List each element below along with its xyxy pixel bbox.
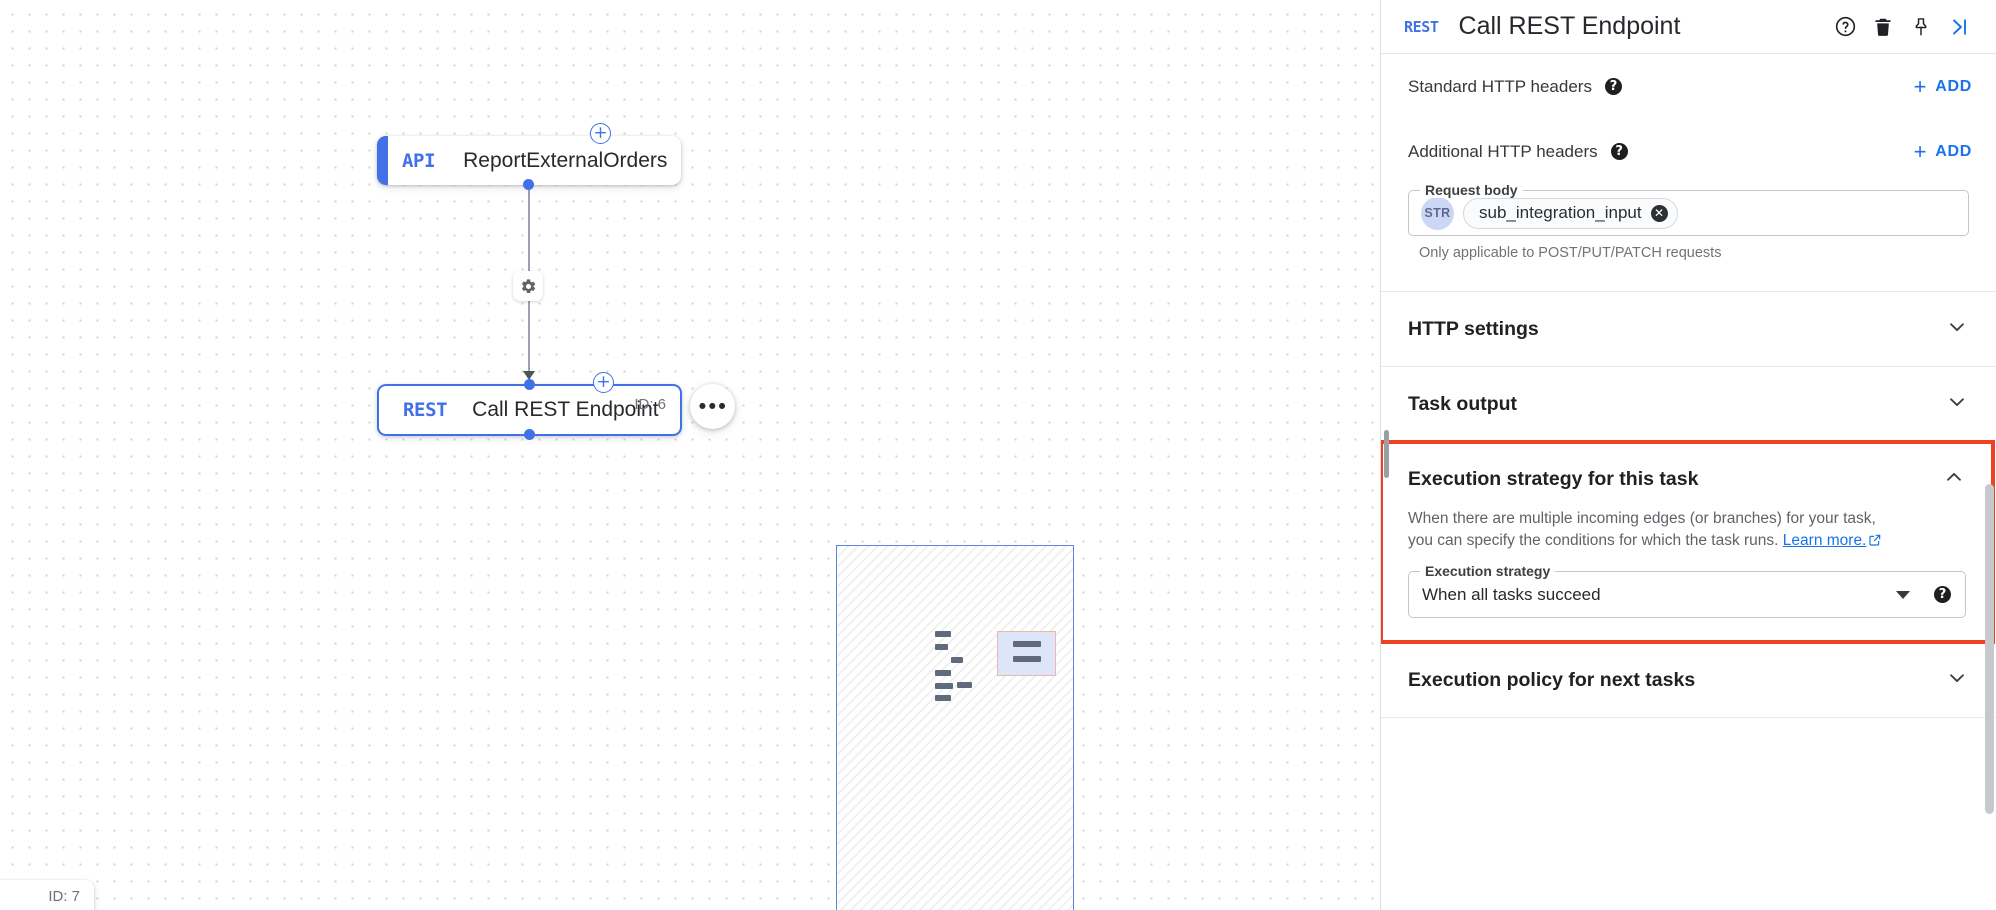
chevron-up-icon: [1943, 466, 1965, 493]
add-node-badge-bottom[interactable]: +: [593, 372, 614, 393]
request-body-legend: Request body: [1420, 182, 1523, 198]
execution-policy-title: Execution policy for next tasks: [1408, 668, 1696, 691]
node-accent-bar: [377, 136, 388, 185]
execution-strategy-value: When all tasks succeed: [1422, 584, 1601, 604]
node-label: Call REST Endpoint: [472, 398, 659, 421]
add-standard-header-button[interactable]: + ADD: [1913, 73, 1972, 99]
panel-type-badge: REST: [1404, 17, 1439, 36]
request-body-helper-text: Only applicable to POST/PUT/PATCH reques…: [1419, 245, 1722, 261]
node-report-external-orders[interactable]: API ReportExternalOrders: [377, 136, 681, 185]
delete-icon[interactable]: [1864, 8, 1902, 46]
execution-strategy-legend: Execution strategy: [1420, 563, 1556, 579]
minimap-hatch-overlay: [837, 546, 1073, 910]
section-execution-policy[interactable]: Execution policy for next tasks: [1381, 643, 1996, 717]
spacer: [1381, 618, 1993, 642]
divider: [1381, 441, 1996, 442]
request-body-field[interactable]: Request body STR sub_integration_input ✕: [1408, 182, 1969, 236]
gear-icon[interactable]: [513, 271, 543, 301]
node-output-port[interactable]: [524, 429, 535, 440]
execution-strategy-title: Execution strategy for this task: [1408, 467, 1699, 490]
panel-header: REST Call REST Endpoint: [1381, 0, 1996, 54]
help-icon[interactable]: ?: [1604, 78, 1622, 95]
http-settings-title: HTTP settings: [1408, 317, 1539, 340]
add-node-badge-top[interactable]: +: [590, 123, 611, 144]
divider: [1381, 642, 1996, 643]
panel-body[interactable]: Standard HTTP headers ? + ADD Additional…: [1381, 54, 1996, 910]
plus-icon: +: [1913, 73, 1928, 99]
section-http-settings[interactable]: HTTP settings: [1381, 292, 1996, 366]
chevron-down-icon: [1946, 667, 1968, 694]
execution-strategy-select[interactable]: Execution strategy When all tasks succee…: [1408, 563, 1966, 618]
node-id-label: ID: 6: [634, 396, 666, 413]
description-line-2: you can specify the conditions for which…: [1408, 532, 1779, 549]
node-type-badge: REST: [403, 399, 448, 421]
add-standard-header-label: ADD: [1935, 77, 1972, 95]
section-task-output[interactable]: Task output: [1381, 367, 1996, 441]
chevron-down-icon: [1946, 316, 1968, 343]
plus-icon: +: [1913, 138, 1928, 164]
execution-strategy-description: When there are multiple incoming edges (…: [1381, 508, 1993, 554]
page-title: Call REST Endpoint: [1458, 12, 1681, 40]
collapse-panel-icon[interactable]: [1940, 8, 1978, 46]
pin-icon[interactable]: [1902, 8, 1940, 46]
inner-scrollbar-thumb[interactable]: [1384, 430, 1389, 478]
minimap-viewport-box: [997, 631, 1056, 676]
canvas-minimap[interactable]: [836, 545, 1074, 910]
node-context-menu-button[interactable]: •••: [690, 384, 735, 429]
section-execution-strategy[interactable]: Execution strategy for this task When th…: [1381, 440, 1995, 644]
external-link-icon[interactable]: [1868, 532, 1882, 554]
node-type-badge: API: [402, 149, 436, 172]
standard-http-headers-label: Standard HTTP headers: [1408, 76, 1592, 96]
edge-arrowhead: [523, 371, 535, 380]
node-input-port[interactable]: [524, 379, 535, 390]
node-partial-offscreen[interactable]: ID: 7: [0, 880, 94, 910]
help-icon[interactable]: [1826, 8, 1864, 46]
help-icon[interactable]: ?: [1934, 586, 1951, 603]
divider: [1381, 717, 1996, 718]
divider: [1381, 366, 1996, 367]
minimap-graph: [935, 631, 1056, 708]
additional-http-headers-row: Additional HTTP headers ? + ADD: [1381, 119, 1996, 184]
chevron-down-icon: [1946, 391, 1968, 418]
variable-type-badge: STR: [1421, 196, 1454, 230]
node-output-port[interactable]: [523, 179, 534, 190]
add-additional-header-label: ADD: [1935, 142, 1972, 160]
panel-scrollbar-thumb[interactable]: [1985, 484, 1994, 814]
learn-more-link[interactable]: Learn more.: [1782, 532, 1867, 549]
panel-scrollbar-track[interactable]: [1983, 54, 1996, 910]
node-label: ReportExternalOrders: [463, 148, 668, 172]
node-id-label: ID: 7: [48, 888, 80, 905]
additional-http-headers-label: Additional HTTP headers: [1408, 141, 1598, 161]
remove-variable-icon[interactable]: ✕: [1650, 204, 1668, 222]
request-body-variable-chip[interactable]: sub_integration_input ✕: [1463, 197, 1678, 229]
add-additional-header-button[interactable]: + ADD: [1913, 138, 1972, 164]
execution-strategy-header[interactable]: Execution strategy for this task: [1381, 442, 1993, 516]
chevron-down-icon[interactable]: [1896, 590, 1910, 599]
variable-name: sub_integration_input: [1479, 203, 1642, 222]
standard-http-headers-row: Standard HTTP headers ? + ADD: [1381, 54, 1996, 119]
divider: [1381, 291, 1996, 292]
description-line-1: When there are multiple incoming edges (…: [1408, 510, 1876, 527]
workflow-canvas[interactable]: API ReportExternalOrders + REST Call RES…: [0, 0, 1380, 910]
task-config-panel: REST Call REST Endpoint: [1380, 0, 1996, 910]
help-icon[interactable]: ?: [1610, 143, 1628, 160]
task-output-title: Task output: [1408, 392, 1518, 415]
